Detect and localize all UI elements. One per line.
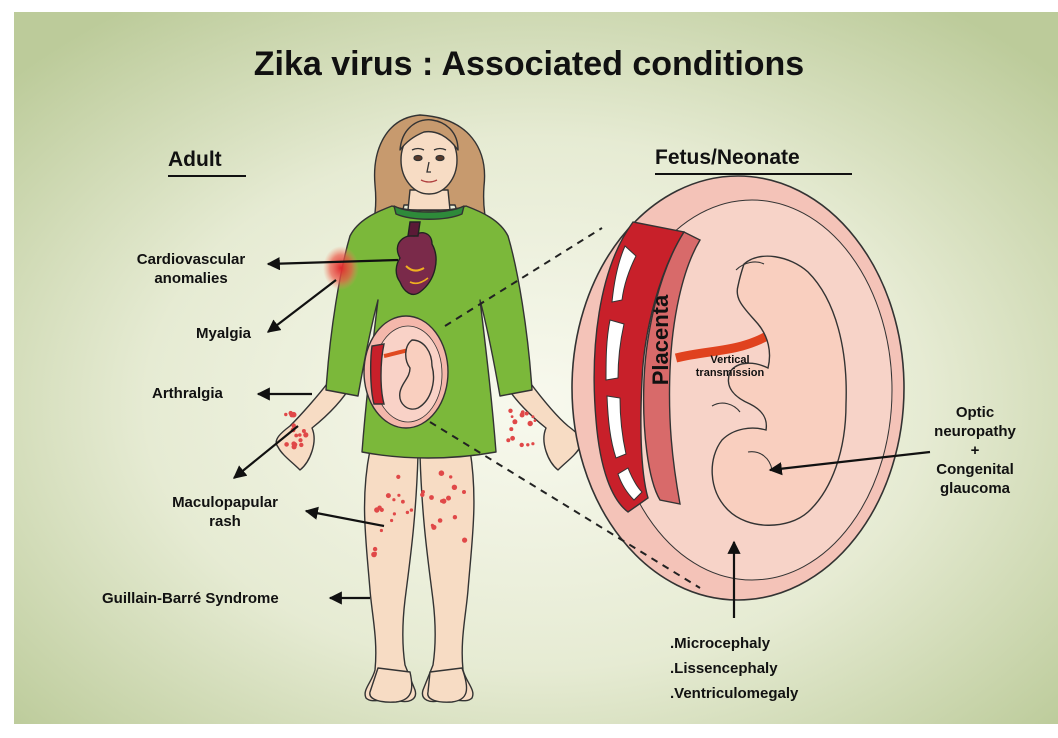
label-arthralgia: Arthralgia bbox=[152, 384, 223, 403]
womb-small bbox=[364, 316, 448, 428]
rash-dot bbox=[511, 415, 514, 418]
rash-dot bbox=[525, 412, 529, 416]
rash-dot bbox=[510, 436, 515, 441]
rash-dot bbox=[294, 434, 298, 438]
rash-dot bbox=[528, 421, 533, 426]
rash-dot bbox=[453, 515, 457, 519]
rash-dot bbox=[512, 419, 517, 424]
rash-dot bbox=[449, 475, 452, 478]
rash-dot bbox=[521, 411, 525, 415]
rash-dot bbox=[420, 493, 424, 497]
adult-header: Adult bbox=[168, 148, 222, 172]
label-vertical-transmission: Vertical transmission bbox=[680, 354, 780, 380]
label-myalgia: Myalgia bbox=[196, 324, 251, 343]
rash-dot bbox=[377, 506, 381, 510]
page-title: Zika virus : Associated conditions bbox=[0, 45, 1058, 84]
rash-dot bbox=[291, 412, 297, 418]
label-gbs: Guillain-Barré Syndrome bbox=[102, 589, 279, 608]
rash-dot bbox=[431, 525, 436, 530]
rash-dot bbox=[506, 438, 510, 442]
label-rash: Maculopapular rash bbox=[150, 493, 300, 531]
rash-dot bbox=[429, 495, 434, 500]
rash-dot bbox=[386, 493, 391, 498]
rash-dot bbox=[299, 443, 303, 447]
rash-dot bbox=[531, 442, 534, 445]
rash-dot bbox=[396, 475, 400, 479]
rash-dot bbox=[374, 552, 377, 555]
rash-dot bbox=[401, 500, 405, 504]
rash-dot bbox=[397, 494, 400, 497]
label-lissencephaly: .Lissencephaly bbox=[670, 659, 778, 678]
left-foot bbox=[370, 668, 412, 702]
rash-dot bbox=[298, 438, 302, 442]
label-cardiovascular: Cardiovascular anomalies bbox=[116, 250, 266, 288]
label-microcephaly: .Microcephaly bbox=[670, 634, 770, 653]
myalgia-sore bbox=[323, 246, 359, 290]
rash-dot bbox=[373, 547, 377, 551]
rash-dot bbox=[291, 441, 296, 446]
rash-dot bbox=[393, 512, 396, 515]
rash-dot bbox=[520, 443, 524, 447]
rash-dot bbox=[452, 485, 457, 490]
rash-dot bbox=[462, 538, 467, 543]
rash-dot bbox=[446, 496, 451, 501]
rash-dot bbox=[462, 490, 466, 494]
rash-dot bbox=[390, 519, 393, 522]
rash-dot bbox=[284, 413, 287, 416]
fetus-header: Fetus/Neonate bbox=[655, 146, 800, 170]
rash-dot bbox=[440, 499, 444, 503]
rash-dot bbox=[439, 470, 445, 476]
label-ventriculomegaly: .Ventriculomegaly bbox=[670, 684, 798, 703]
rash-dot bbox=[284, 442, 289, 447]
rash-dot bbox=[298, 433, 302, 437]
rash-dot bbox=[509, 427, 513, 431]
rash-dot bbox=[526, 443, 529, 446]
rash-dot bbox=[380, 529, 383, 532]
rash-dot bbox=[508, 409, 512, 413]
rash-dot bbox=[303, 432, 308, 437]
rash-dot bbox=[438, 518, 443, 523]
rash-dot bbox=[531, 415, 534, 418]
rash-dot bbox=[534, 419, 537, 422]
rash-dot bbox=[406, 511, 409, 514]
label-optic: Optic neuropathy + Congenital glaucoma bbox=[920, 403, 1030, 498]
placenta-label: Placenta bbox=[648, 294, 673, 385]
right-foot bbox=[428, 668, 467, 702]
rash-dot bbox=[410, 508, 413, 511]
rash-dot bbox=[392, 498, 395, 501]
